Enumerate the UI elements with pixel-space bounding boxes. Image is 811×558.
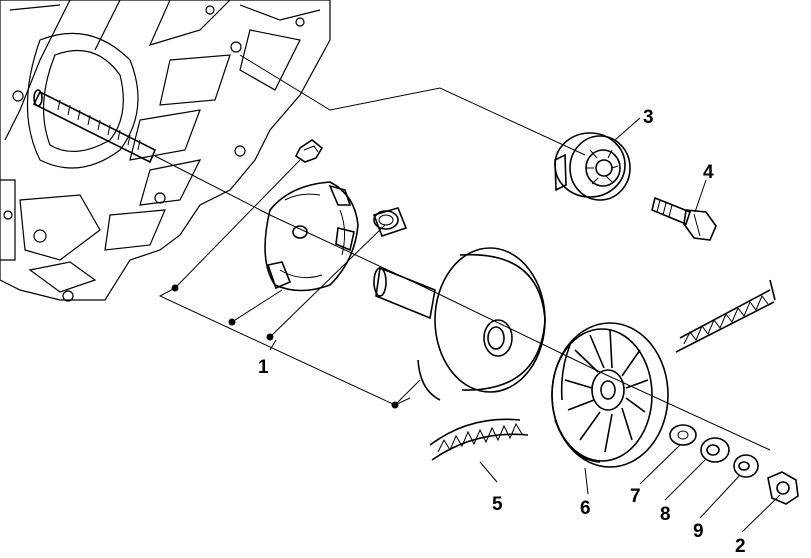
collar-bushing (372, 207, 408, 238)
callout-9: 9 (693, 521, 704, 542)
washer-8 (700, 437, 730, 463)
ramp-plate (264, 181, 359, 292)
callout-6: 6 (580, 498, 591, 519)
washer-9 (733, 454, 759, 478)
callout-7: 7 (630, 486, 641, 507)
drive-belt (429, 279, 776, 461)
engine-casing (0, 0, 331, 302)
leader-dot (228, 318, 236, 326)
callout-4: 4 (703, 162, 714, 183)
callout-5: 5 (492, 494, 503, 515)
guide-lines (154, 54, 781, 533)
nut-2 (767, 471, 799, 505)
washer-7 (669, 424, 697, 446)
leader-dot (171, 284, 179, 292)
slider-clip (294, 139, 324, 163)
flange-bolt (651, 196, 717, 241)
movable-drive-face (373, 247, 546, 401)
callout-1: 1 (258, 357, 269, 378)
splined-shaft (32, 89, 157, 164)
leader-dot (266, 333, 274, 341)
leader-dot (391, 401, 399, 409)
callout-2: 2 (735, 536, 746, 557)
driven-pulley (554, 132, 631, 201)
callout-3: 3 (643, 107, 654, 128)
callout-8: 8 (660, 504, 671, 525)
fixed-drive-face-fan (551, 322, 669, 468)
